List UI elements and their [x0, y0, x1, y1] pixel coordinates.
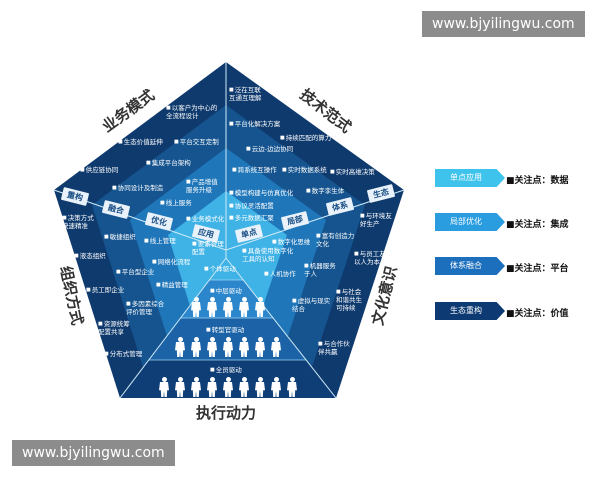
person-icon	[239, 337, 249, 357]
business-item: 平台交互定制	[174, 138, 219, 146]
person-icon	[175, 377, 185, 397]
legend-button-ecosystem: 生态重构	[435, 302, 505, 320]
legend-note: ■关注点：集成	[506, 220, 569, 230]
culture-item: 与环境友 好生产	[360, 212, 392, 228]
person-icon	[223, 337, 233, 357]
execution-item: 中层驱动	[210, 287, 242, 295]
technology-item: 数字孪生体	[306, 187, 345, 195]
business-item: 集成平台架构	[146, 159, 191, 167]
organization-item: 多因素综合 评价管理	[126, 300, 164, 316]
business-item: 供应链协同	[80, 166, 119, 174]
person-icon	[223, 297, 233, 317]
legend-note: ■关注点：数据	[506, 176, 569, 186]
business-item: 业务模式化	[186, 215, 225, 223]
technology-item: 泛在互联 互通互理解	[229, 86, 262, 102]
culture-item: 机器服务 于人	[304, 262, 336, 278]
technology-item: 云边-边边协同	[246, 145, 293, 153]
business-item: 要素合理 配置	[192, 240, 224, 256]
person-icon	[159, 377, 169, 397]
dimension-execution: 执行动力	[196, 404, 257, 422]
legend-button-system: 体系融合	[435, 257, 505, 275]
business-item: 线上服务	[160, 199, 192, 207]
technology-item: 协议灵活配置	[229, 202, 274, 210]
organization-item: 液态组织	[74, 252, 106, 260]
person-icon	[191, 297, 201, 317]
watermark-bottom: www.bjyilingwu.com	[12, 440, 175, 466]
person-icon	[255, 377, 265, 397]
organization-item: 分布式管理	[104, 350, 143, 358]
technology-item: 多元数据汇聚	[229, 214, 274, 222]
execution-item: 个体驱动	[204, 265, 236, 273]
person-icon	[207, 337, 217, 357]
person-icon	[239, 377, 249, 397]
business-item: 生态价值延伸	[118, 138, 163, 146]
technology-item: 实时高维决策	[330, 168, 375, 176]
person-icon	[207, 377, 217, 397]
person-icon	[271, 377, 281, 397]
technology-item: 人机协作	[264, 270, 296, 278]
person-icon	[287, 377, 297, 397]
person-icon	[223, 377, 233, 397]
culture-item: 与社会 和谐共生 可持续	[336, 288, 362, 312]
business-item: 以客户为中心的 全流程设计	[166, 104, 217, 120]
business-item: 协同设计及制造	[112, 184, 164, 192]
legend-button-single-point: 单点应用	[435, 169, 505, 187]
technology-item: 实时数据系统	[282, 166, 327, 174]
technology-item: 跨系统互操作	[232, 166, 277, 174]
watermark-top: www.bjyilingwu.com	[422, 11, 585, 37]
person-icon	[191, 337, 201, 357]
technology-item: 数字化思维	[272, 238, 311, 246]
organization-item: 决策方式 快速精准	[62, 214, 94, 230]
technology-item: 持续匹配的算力	[280, 134, 332, 142]
organization-item: 员工即企业	[86, 286, 125, 294]
person-icon	[271, 337, 281, 357]
technology-item: 模型构建与仿真优化	[229, 189, 294, 197]
person-icon	[207, 297, 217, 317]
person-icon	[191, 377, 201, 397]
execution-item: 转型官驱动	[206, 326, 245, 334]
legend-note: ■关注点：平台	[506, 264, 569, 274]
execution-item: 全员驱动	[210, 366, 242, 374]
technology-item: 平台化解决方案	[229, 120, 281, 128]
business-item: 产品增值 服务升级	[186, 178, 218, 194]
organization-item: 敏捷组织	[104, 233, 136, 241]
organization-item: 资源统筹 配置共享	[98, 320, 130, 336]
organization-item: 网络化流程	[152, 258, 191, 266]
person-icon	[175, 337, 185, 357]
organization-item: 线上管理	[144, 237, 176, 245]
culture-item: 虚拟与现实 结合	[292, 297, 330, 313]
culture-item: 富有创造力 文化	[316, 232, 354, 248]
organization-item: 精益管理	[156, 281, 188, 289]
culture-item: 与员工友善 以人为本	[354, 250, 392, 266]
technology-item: 具备使用数字化 工具的认知	[242, 247, 293, 263]
person-icon	[239, 297, 249, 317]
person-icon	[255, 337, 265, 357]
legend-button-local: 局部优化	[435, 213, 505, 231]
legend-note: ■关注点：价值	[506, 309, 569, 319]
person-icon	[255, 297, 265, 317]
organization-item: 平台型企业	[116, 268, 155, 276]
culture-item: 与合作伙 伴共赢	[318, 340, 350, 356]
